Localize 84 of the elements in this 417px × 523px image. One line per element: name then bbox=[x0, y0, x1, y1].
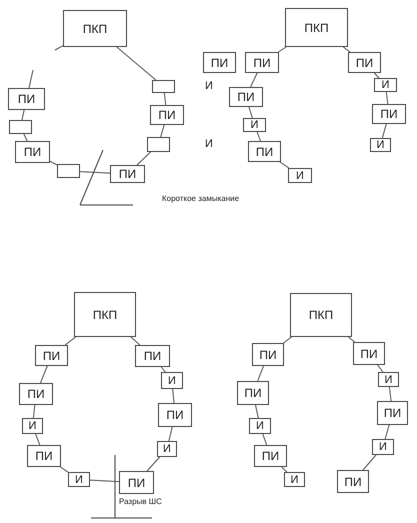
loop-wire bbox=[256, 132, 261, 142]
loop-wire bbox=[32, 404, 36, 418]
device-box: ПИ bbox=[110, 165, 145, 183]
loop-wire bbox=[248, 106, 253, 118]
device-box: ПИ bbox=[27, 445, 61, 467]
loop-wire bbox=[374, 72, 380, 78]
loop-wire bbox=[35, 434, 40, 446]
device-box: ПИ bbox=[237, 381, 269, 405]
loop-wire bbox=[164, 92, 166, 106]
loop-wire bbox=[386, 92, 388, 104]
loop-wire bbox=[90, 480, 120, 482]
loop-wire bbox=[160, 124, 165, 138]
device-box: ПИ bbox=[252, 343, 284, 366]
loop-wire bbox=[22, 110, 25, 120]
device-box: ПИ bbox=[377, 401, 408, 425]
device-box: ПИ bbox=[119, 471, 154, 494]
loop-wire bbox=[278, 46, 287, 52]
isolator-box bbox=[57, 164, 80, 178]
device-box: ПИ bbox=[203, 52, 236, 73]
device-box: ПИ bbox=[35, 345, 68, 366]
fault-caption: Короткое замыкание bbox=[162, 194, 240, 203]
device-box: ПИ bbox=[337, 470, 369, 493]
loop-wire bbox=[160, 366, 166, 372]
device-box: ПИ bbox=[135, 345, 170, 367]
loop-wire bbox=[377, 364, 384, 372]
loop-wire bbox=[64, 336, 76, 346]
loop-wire bbox=[80, 171, 110, 174]
device-box: ПИ bbox=[150, 105, 184, 125]
device-box: ПИ bbox=[158, 403, 192, 427]
loop-wire bbox=[28, 70, 34, 88]
loop-wire bbox=[257, 366, 264, 382]
loop-wire bbox=[282, 336, 292, 344]
control-panel-box: ПКП bbox=[63, 10, 127, 47]
loop-wire bbox=[50, 160, 58, 166]
device-box: И bbox=[161, 372, 183, 389]
device-box: ПИ bbox=[15, 141, 50, 163]
loop-wire bbox=[54, 45, 64, 50]
device-box: И bbox=[249, 418, 271, 434]
device-box: ПИ bbox=[245, 52, 279, 73]
device-box: И bbox=[22, 418, 43, 434]
device-box: ПИ bbox=[19, 383, 53, 405]
device-box: ПИ bbox=[8, 88, 45, 110]
device-box: И bbox=[374, 78, 397, 92]
loop-wire bbox=[172, 388, 174, 404]
loop-wire bbox=[168, 426, 173, 442]
loop-wire bbox=[146, 456, 160, 472]
loop-wire bbox=[60, 466, 68, 473]
loop-wire bbox=[130, 336, 140, 346]
control-panel-box: ПКП bbox=[285, 8, 348, 47]
loop-wire bbox=[255, 404, 259, 418]
loop-wire bbox=[116, 46, 156, 80]
device-box: ПИ bbox=[248, 141, 281, 162]
loop-wire bbox=[40, 366, 48, 384]
isolator-label: И bbox=[205, 80, 213, 92]
device-box: ПИ bbox=[229, 87, 263, 107]
device-box: ПИ bbox=[372, 104, 406, 124]
device-box: И bbox=[378, 372, 399, 387]
loop-wire bbox=[342, 46, 351, 52]
isolator-label: И bbox=[205, 138, 213, 150]
loop-wire bbox=[384, 424, 390, 440]
device-box: ПИ bbox=[348, 52, 381, 73]
loop-wire bbox=[362, 454, 376, 470]
device-box: И bbox=[68, 472, 90, 487]
device-box: И bbox=[157, 441, 177, 457]
device-box: И bbox=[288, 168, 312, 183]
control-panel-box: ПКП bbox=[74, 292, 136, 337]
isolator-box bbox=[9, 120, 32, 134]
device-box: И bbox=[370, 138, 391, 152]
loop-wire bbox=[250, 72, 258, 88]
loop-wire bbox=[262, 434, 268, 446]
isolator-box bbox=[152, 80, 175, 93]
loop-wire bbox=[348, 336, 356, 342]
loop-wire bbox=[136, 152, 152, 166]
device-box: И bbox=[243, 118, 266, 132]
isolator-box bbox=[147, 137, 170, 152]
loop-wire bbox=[382, 124, 387, 138]
control-panel-box: ПКП bbox=[290, 293, 352, 337]
loop-wire bbox=[23, 134, 28, 142]
loop-wire bbox=[388, 386, 392, 402]
device-box: ПИ bbox=[353, 342, 385, 365]
device-box: И bbox=[372, 439, 394, 455]
device-box: И bbox=[284, 472, 305, 487]
device-box: ПИ bbox=[254, 445, 287, 467]
loop-wire bbox=[280, 162, 290, 168]
